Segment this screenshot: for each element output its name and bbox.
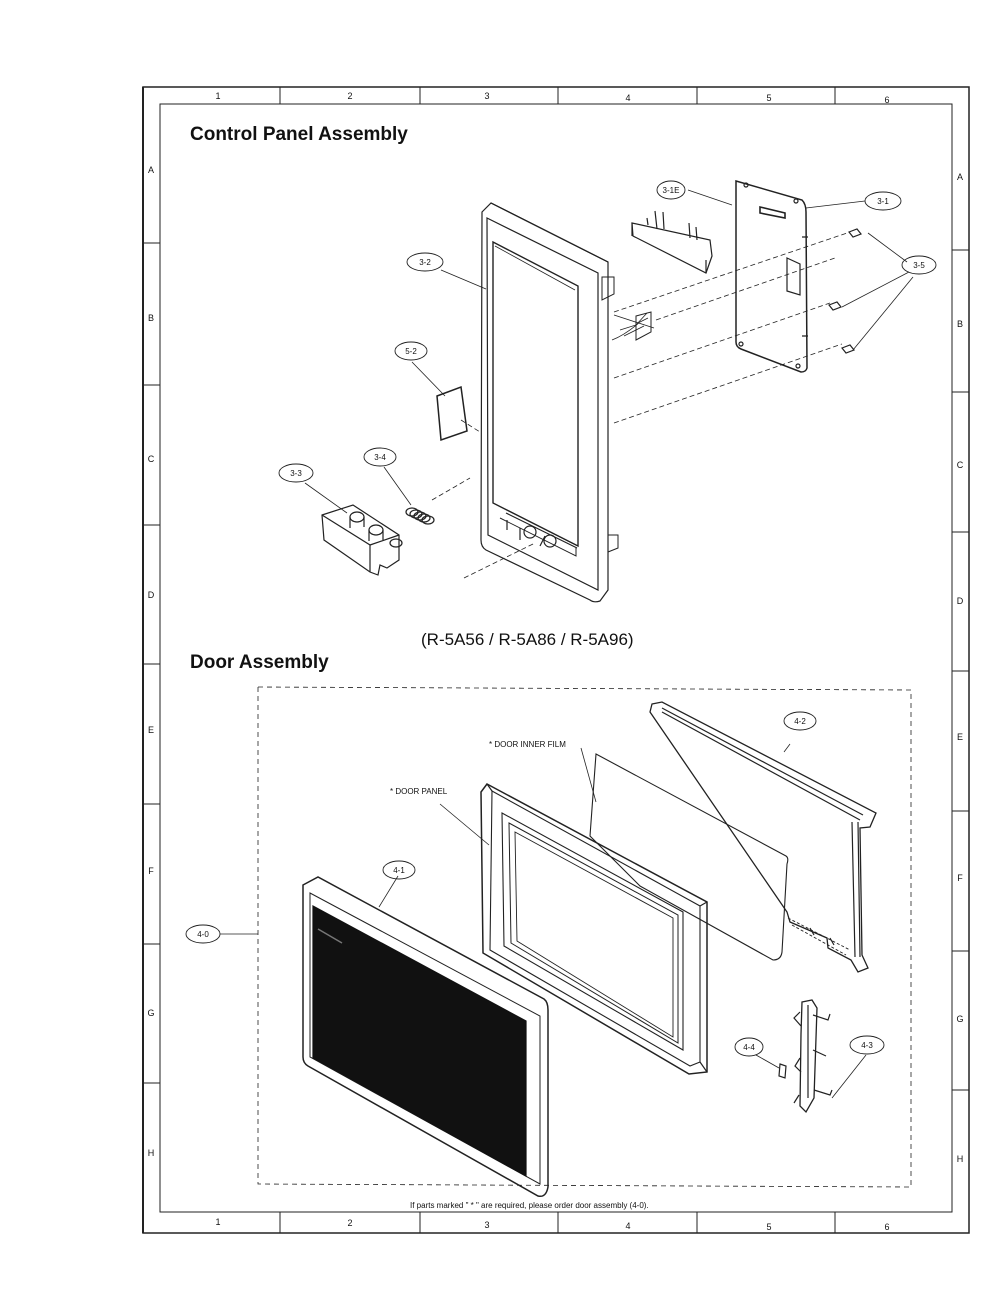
col-label-3-bottom: 3 [484, 1220, 489, 1230]
row-label-g: G [147, 1008, 154, 1018]
callout-3-5-bubble [901, 255, 937, 275]
footnote: If parts marked " * " are required, plea… [410, 1201, 649, 1210]
callout-3-1E-bubble [656, 180, 686, 200]
callout-4-4-bubble [734, 1037, 764, 1057]
row-label-f-right: F [957, 873, 963, 883]
col-label-5-bottom: 5 [766, 1222, 771, 1232]
grid-column-dividers [279, 87, 836, 1233]
control-callout-bubbles [278, 180, 937, 483]
row-label-g-right: G [956, 1014, 963, 1024]
door-assembly-heading: Door Assembly [190, 652, 329, 673]
door-front-part [302, 875, 549, 1198]
model-numbers: (R-5A56 / R-5A86 / R-5A96) [421, 630, 634, 649]
grid-row-labels: A B C D E F G H A B C D E F G H [147, 165, 963, 1164]
door-window-glass [312, 904, 527, 1178]
callout-4-0: 4-0 [197, 930, 209, 939]
callout-3-1-bubble [864, 191, 902, 211]
label-plate-part [411, 361, 481, 442]
row-label-c: C [148, 454, 155, 464]
switch-block-part [631, 189, 733, 274]
col-label-6: 6 [884, 95, 889, 105]
control-assembly-guides [611, 231, 851, 424]
callout-4-2: 4-2 [794, 717, 806, 726]
control-panel-heading: Control Panel Assembly [190, 124, 408, 145]
grid-column-labels: 1 2 3 4 5 6 1 2 3 4 5 6 [215, 91, 889, 1232]
callout-3-2-leader [440, 269, 487, 290]
door-assembly-enclosure [257, 686, 912, 1188]
callout-5-2: 5-2 [405, 347, 417, 356]
col-label-3: 3 [484, 91, 489, 101]
row-label-e-right: E [957, 732, 963, 742]
col-label-2-bottom: 2 [347, 1218, 352, 1228]
label-door-inner-film: * DOOR INNER FILM [489, 740, 566, 749]
col-label-6-bottom: 6 [884, 1222, 889, 1232]
col-label-4-bottom: 4 [625, 1221, 630, 1231]
row-label-f: F [148, 866, 154, 876]
row-label-h-right: H [957, 1154, 964, 1164]
control-callout-labels: 3-1E 3-1 3-2 3-5 5-2 3-4 3-3 [290, 186, 925, 478]
door-part-labels: * DOOR INNER FILM * DOOR PANEL [390, 740, 566, 796]
col-label-1-bottom: 1 [215, 1217, 220, 1227]
pc-board-part [735, 180, 866, 373]
callout-3-2: 3-2 [419, 258, 431, 267]
row-label-b: B [148, 313, 154, 323]
drawing-frame [142, 86, 970, 1234]
row-label-b-right: B [957, 319, 963, 329]
col-label-4: 4 [625, 93, 630, 103]
callout-4-3: 4-3 [861, 1041, 873, 1050]
callout-4-4: 4-4 [743, 1043, 755, 1052]
row-label-h: H [148, 1148, 155, 1158]
knob-block-part [304, 482, 403, 576]
door-inner-film-part [580, 747, 789, 961]
grid-row-dividers [143, 242, 969, 1091]
callout-4-1: 4-1 [393, 866, 405, 875]
row-label-a-right: A [957, 172, 963, 182]
callout-4-0-bubble [185, 924, 221, 944]
callout-5-2-bubble [394, 341, 428, 361]
screw-parts [828, 228, 914, 354]
callout-3-1: 3-1 [877, 197, 889, 206]
latch-spring-part [755, 1054, 787, 1079]
callout-4-2-bubble [783, 711, 817, 731]
callout-3-5: 3-5 [913, 261, 925, 270]
col-label-5: 5 [766, 93, 771, 103]
door-panel-part [439, 783, 708, 1075]
callout-4-1-bubble [382, 860, 416, 880]
callout-3-4-bubble [363, 447, 397, 467]
col-label-1: 1 [215, 91, 220, 101]
door-callout-labels: 4-2 4-1 4-0 4-4 4-3 [197, 717, 873, 1052]
callout-3-4: 3-4 [374, 453, 386, 462]
row-label-d: D [148, 590, 155, 600]
latch-head-part [793, 999, 867, 1114]
choke-frame-part [649, 701, 877, 973]
label-door-panel: * DOOR PANEL [390, 787, 448, 796]
spring-part [383, 466, 536, 579]
callout-3-3: 3-3 [290, 469, 302, 478]
control-panel-frame-part [480, 202, 619, 603]
door-callout-bubbles [185, 711, 885, 1057]
row-label-c-right: C [957, 460, 964, 470]
row-label-a: A [148, 165, 154, 175]
callout-3-1E: 3-1E [663, 186, 680, 195]
row-label-d-right: D [957, 596, 964, 606]
row-label-e: E [148, 725, 154, 735]
callout-3-3-bubble [278, 463, 314, 483]
col-label-2: 2 [347, 91, 352, 101]
callout-4-3-bubble [849, 1035, 885, 1055]
callout-3-2-bubble [406, 252, 444, 272]
